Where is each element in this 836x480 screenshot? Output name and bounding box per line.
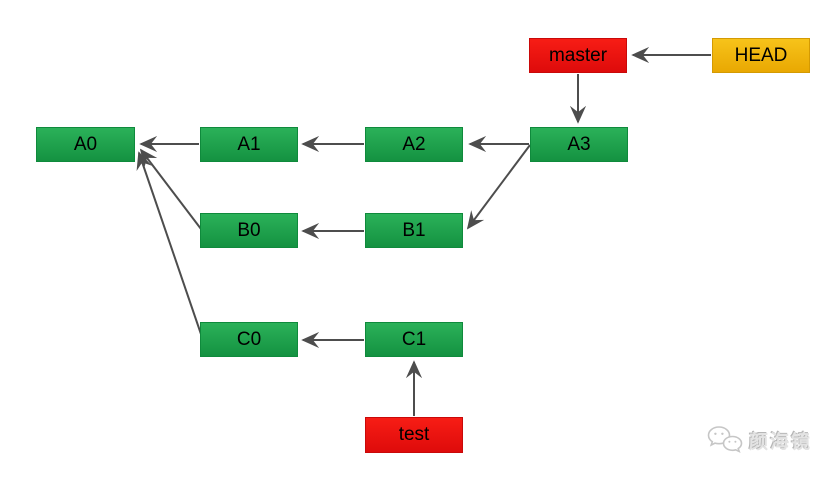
commit-node-c0: C0 bbox=[200, 322, 298, 357]
watermark-text: 颜海镜 bbox=[749, 431, 813, 453]
edge-b0-a0 bbox=[139, 148, 202, 230]
commit-node-a2: A2 bbox=[365, 127, 463, 162]
branch-node-master: master bbox=[529, 38, 627, 73]
edge-c0-a0 bbox=[136, 151, 204, 341]
branch-node-test: test bbox=[365, 417, 463, 453]
commit-node-b1: B1 bbox=[365, 213, 463, 248]
head-pointer-node: HEAD bbox=[712, 38, 810, 73]
commit-node-a1: A1 bbox=[200, 127, 298, 162]
commit-node-b0: B0 bbox=[200, 213, 298, 248]
watermark: 颜海镜 bbox=[706, 424, 812, 456]
edge-a3-b1 bbox=[466, 144, 531, 230]
commit-node-a0: A0 bbox=[36, 127, 135, 162]
wechat-icon bbox=[707, 426, 743, 454]
commit-node-a3: A3 bbox=[530, 127, 628, 162]
commit-node-c1: C1 bbox=[365, 322, 463, 357]
